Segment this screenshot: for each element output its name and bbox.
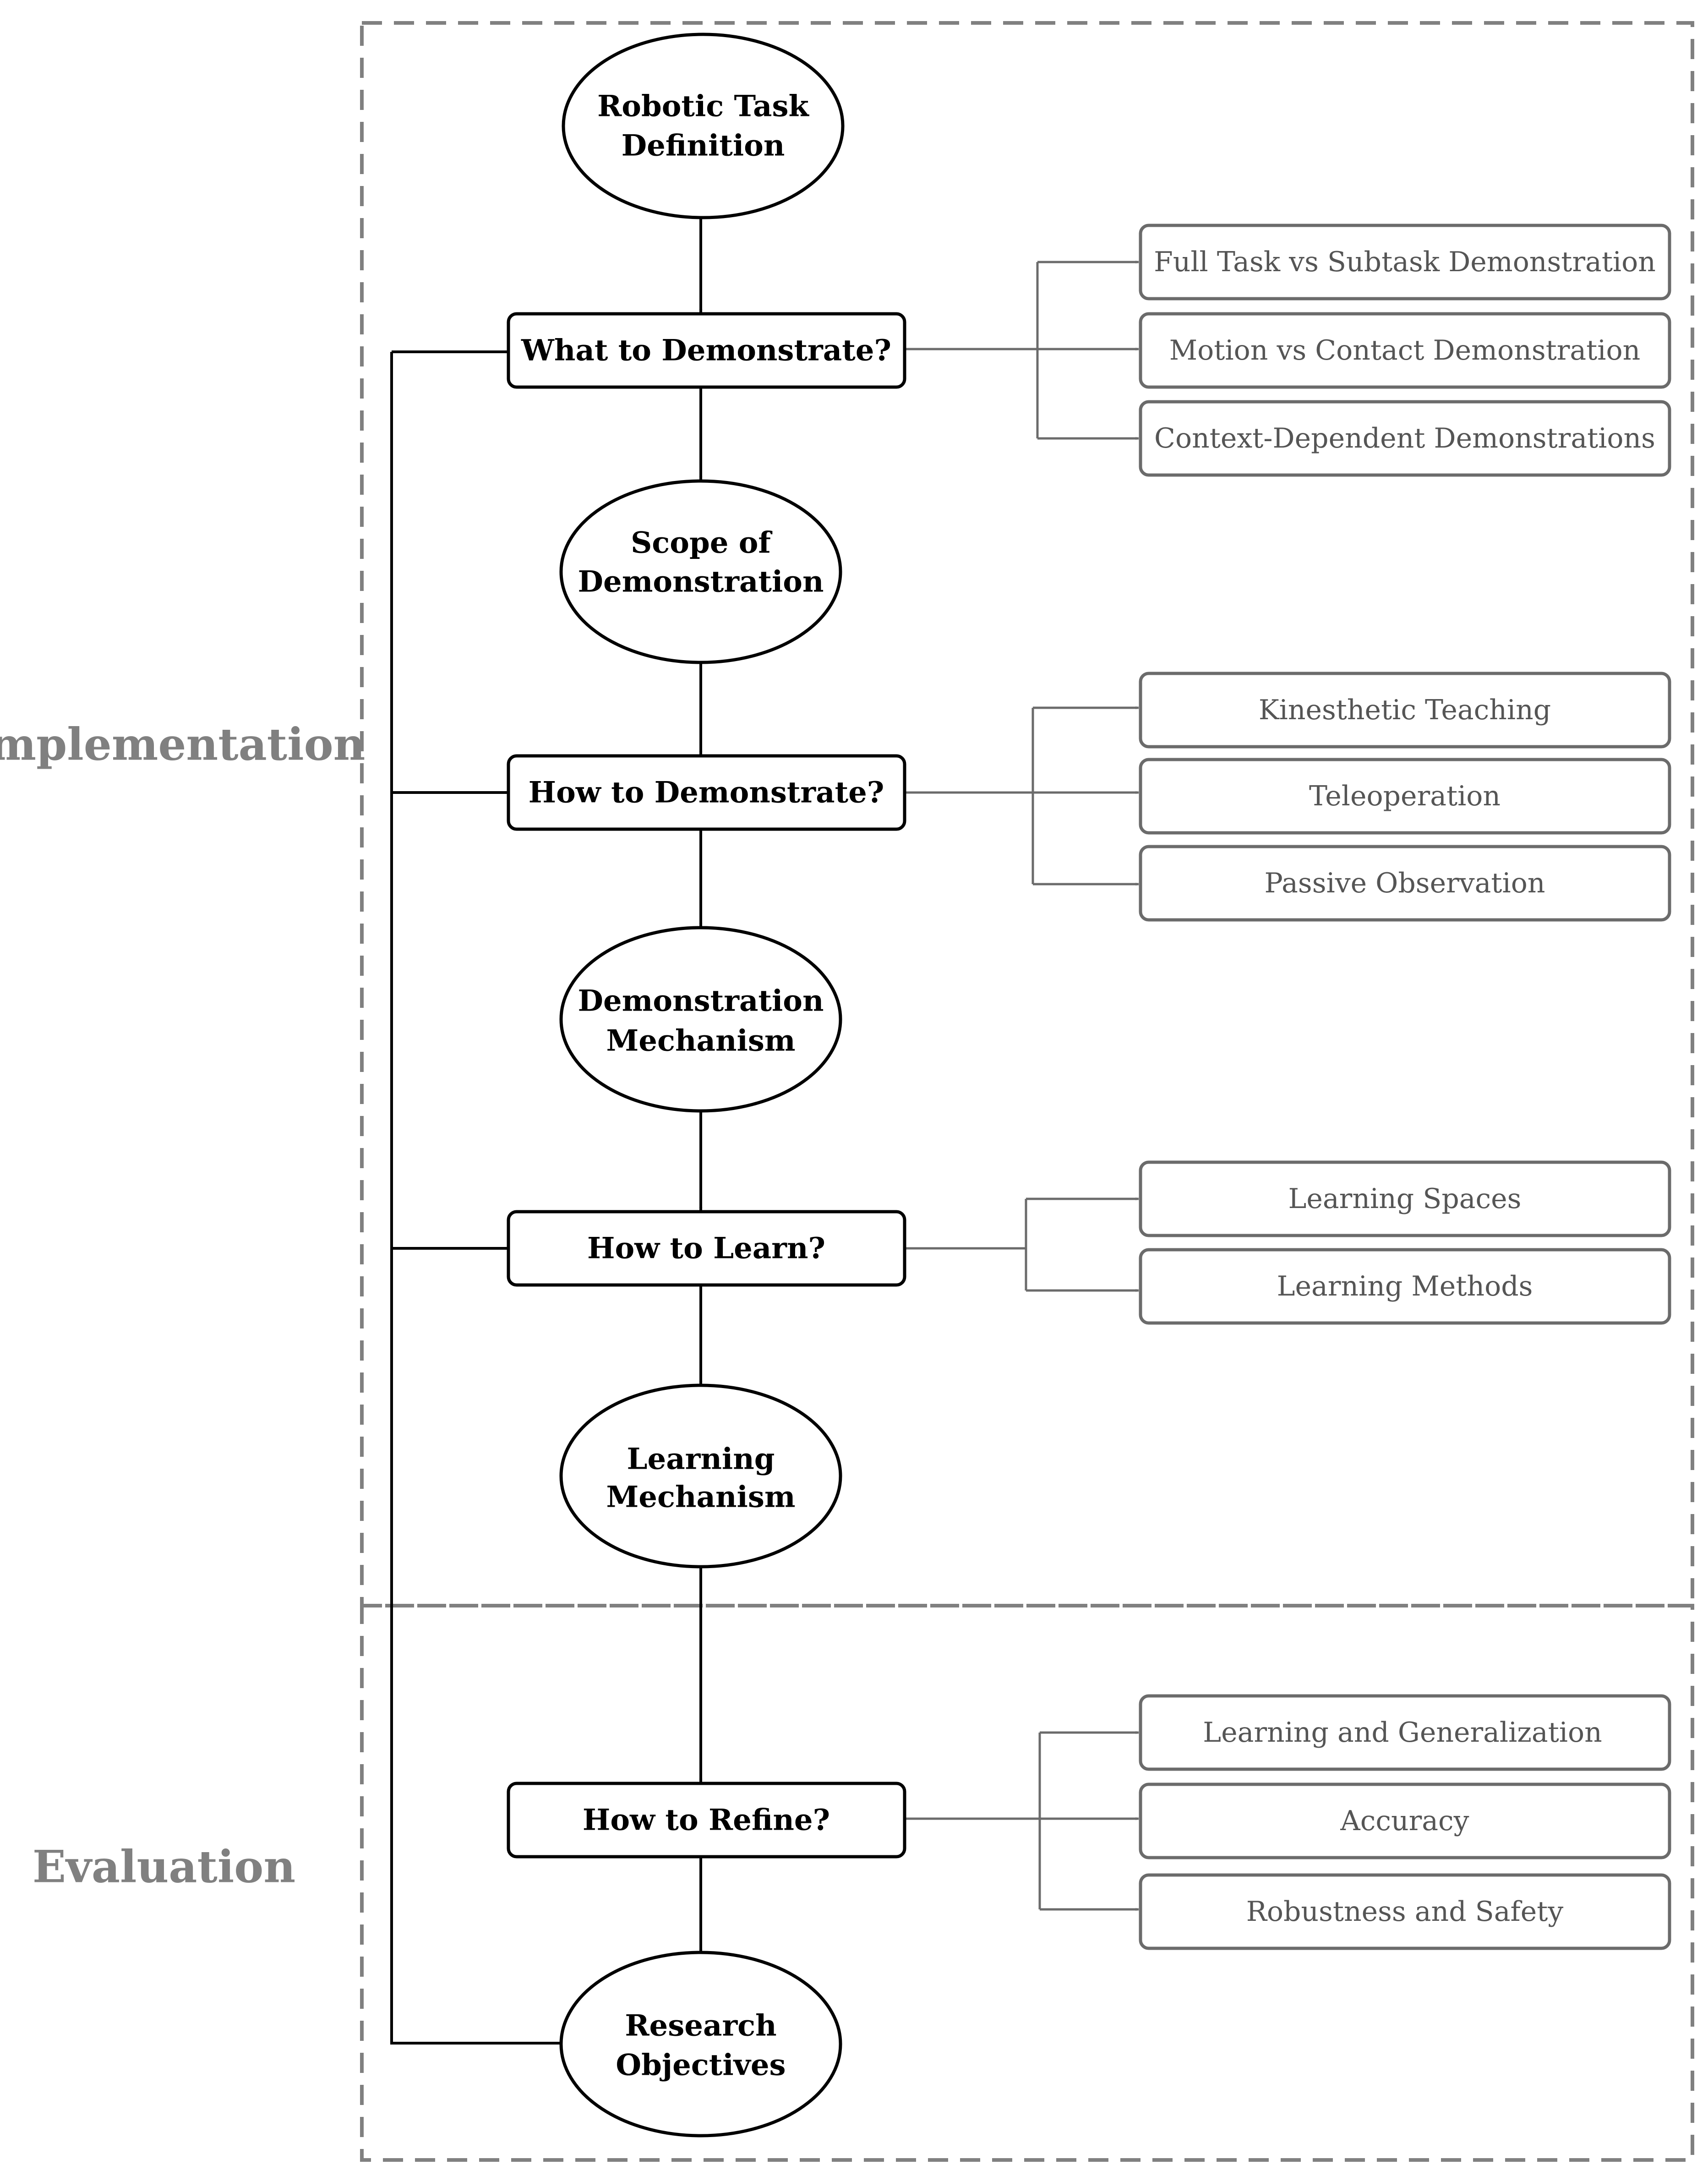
svg-text:Teleoperation: Teleoperation	[1309, 780, 1501, 812]
svg-text:Scope of: Scope of	[631, 526, 772, 560]
svg-text:Robotic Task: Robotic Task	[597, 89, 809, 124]
svg-text:Learning: Learning	[627, 1442, 775, 1476]
svg-text:Full Task vs Subtask Demonstra: Full Task vs Subtask Demonstration	[1154, 246, 1656, 278]
feedback-trunk	[390, 352, 561, 2045]
svg-text:Context-Dependent Demonstratio: Context-Dependent Demonstrations	[1154, 422, 1655, 454]
subtopic-learning-and-generalization: Learning and Generalization	[1139, 1694, 1671, 1771]
svg-text:Demonstration: Demonstration	[578, 984, 824, 1018]
subtopic-learning-methods: Learning Methods	[1139, 1248, 1671, 1325]
svg-text:Accuracy: Accuracy	[1340, 1805, 1469, 1837]
subtopic-full-task-vs-subtask: Full Task vs Subtask Demonstration	[1139, 224, 1671, 301]
ellipse-demonstration-mechanism: Demonstration Mechanism	[559, 926, 842, 1113]
box-what-to-demonstrate: What to Demonstrate?	[507, 312, 906, 389]
subtopic-context-dependent: Context-Dependent Demonstrations	[1139, 400, 1671, 477]
implementation-frame	[360, 21, 1694, 1607]
implementation-label: Implementation	[0, 719, 365, 771]
subtopic-passive-observation: Passive Observation	[1139, 845, 1671, 922]
ellipse-scope-of-demonstration: Scope of Demonstration	[559, 479, 842, 664]
subtopic-kinesthetic-teaching: Kinesthetic Teaching	[1139, 672, 1671, 749]
ellipse-research-objectives: Research Objectives	[559, 1951, 842, 2138]
box-how-to-demonstrate: How to Demonstrate?	[507, 754, 906, 831]
svg-text:Research: Research	[625, 2009, 776, 2043]
branch-edges	[905, 260, 1139, 1911]
svg-text:What to Demonstrate?: What to Demonstrate?	[521, 334, 891, 368]
box-how-to-refine: How to Refine?	[507, 1782, 906, 1859]
ellipse-learning-mechanism: Learning Mechanism	[559, 1383, 842, 1569]
svg-text:Definition: Definition	[622, 129, 785, 163]
svg-text:Mechanism: Mechanism	[606, 1480, 795, 1514]
subtopic-motion-vs-contact: Motion vs Contact Demonstration	[1139, 312, 1671, 389]
subtopic-robustness-and-safety: Robustness and Safety	[1139, 1873, 1671, 1950]
svg-text:Kinesthetic Teaching: Kinesthetic Teaching	[1259, 694, 1551, 726]
subtopic-learning-spaces: Learning Spaces	[1139, 1160, 1671, 1237]
svg-text:Robustness and Safety: Robustness and Safety	[1246, 1896, 1564, 1928]
subtopic-teleoperation: Teleoperation	[1139, 758, 1671, 835]
svg-text:Mechanism: Mechanism	[606, 1024, 795, 1058]
svg-text:How to Refine?: How to Refine?	[583, 1803, 830, 1837]
subtopic-accuracy: Accuracy	[1139, 1782, 1671, 1859]
ellipse-task-definition: Robotic Task Definition	[562, 33, 845, 219]
svg-text:Motion vs Contact Demonstratio: Motion vs Contact Demonstration	[1169, 334, 1641, 366]
svg-text:How to Demonstrate?: How to Demonstrate?	[529, 776, 884, 810]
svg-text:Objectives: Objectives	[616, 2048, 786, 2083]
svg-text:Learning Methods: Learning Methods	[1277, 1270, 1533, 1302]
svg-text:Learning Spaces: Learning Spaces	[1288, 1183, 1522, 1215]
svg-text:How to Learn?: How to Learn?	[587, 1231, 825, 1266]
svg-text:Demonstration: Demonstration	[578, 565, 824, 599]
feedback-loop-edges	[390, 350, 561, 2045]
evaluation-label: Evaluation	[33, 1841, 295, 1893]
svg-text:Learning and Generalization: Learning and Generalization	[1203, 1717, 1602, 1749]
svg-text:Passive Observation: Passive Observation	[1264, 867, 1545, 899]
box-how-to-learn: How to Learn?	[507, 1210, 906, 1287]
evaluation-frame	[360, 1604, 1694, 2162]
